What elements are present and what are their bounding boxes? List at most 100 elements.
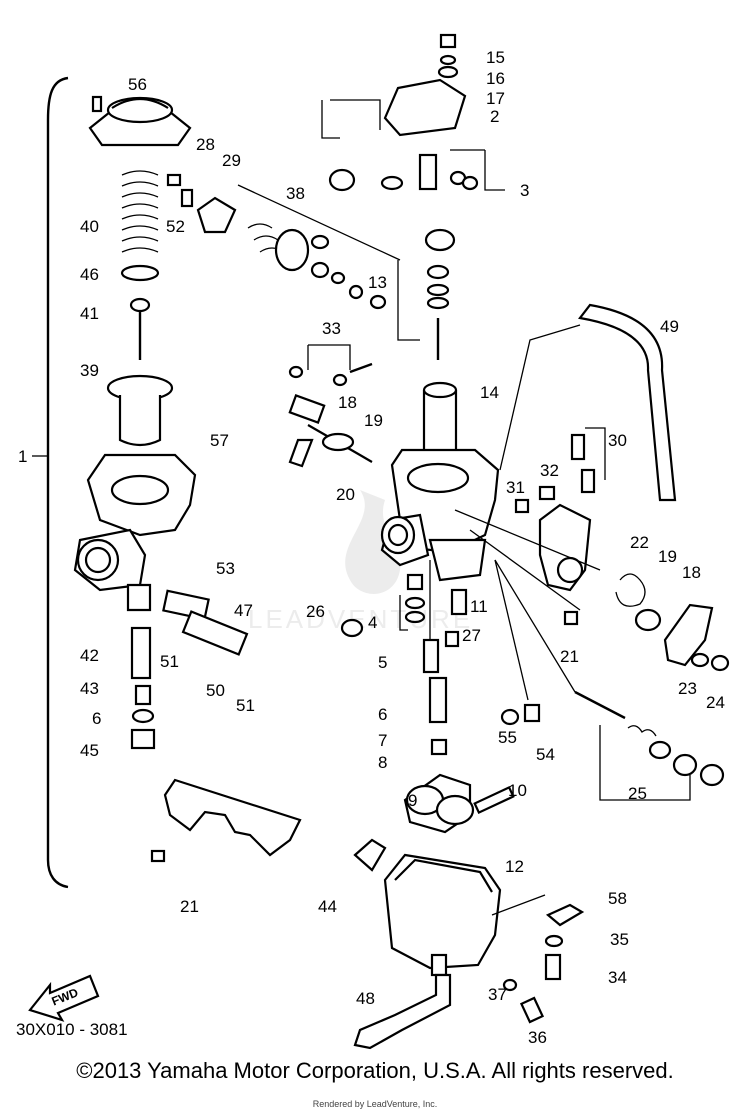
part-label-21: 21: [180, 897, 199, 916]
part-label-19: 19: [658, 547, 677, 566]
part-label-56: 56: [128, 75, 147, 94]
bracket-3-top: [330, 99, 381, 130]
hose-short: [162, 589, 210, 621]
link-line-3: [494, 559, 576, 693]
part-label-16: 16: [486, 69, 505, 88]
bracket-4: [399, 595, 408, 631]
part-label-46: 46: [80, 265, 99, 284]
part-label-21: 21: [560, 647, 579, 666]
needle-valve-parts: [422, 264, 458, 456]
part-label-34: 34: [608, 968, 627, 987]
part-label-43: 43: [80, 679, 99, 698]
spring-seat: [120, 264, 160, 282]
rendered-by-notice: Rendered by LeadVenture, Inc.: [312, 1099, 438, 1109]
part-label-32: 32: [540, 461, 559, 480]
part-label-31: 31: [506, 478, 525, 497]
bracket-25: [599, 725, 691, 801]
part-label-28: 28: [196, 135, 215, 154]
bracket-33: [307, 344, 351, 370]
float: [403, 773, 515, 834]
spring: [121, 170, 159, 253]
part-label-40: 40: [80, 217, 99, 236]
part-label-48: 48: [356, 989, 375, 1008]
part-label-8: 8: [378, 753, 387, 772]
part-label-11: 11: [470, 597, 488, 616]
vent-hose: [578, 303, 677, 502]
part-label-41: 41: [80, 304, 99, 323]
screw-30a: [570, 433, 586, 461]
watermark: LEADVENTURE: [248, 490, 470, 634]
part-label-49: 49: [660, 317, 679, 336]
link-line-5: [491, 894, 546, 916]
part-label-58: 58: [608, 889, 627, 908]
part-label-1: 1: [18, 447, 27, 466]
plug-54: [523, 703, 541, 723]
screw-27: [444, 630, 460, 648]
part-label-50: 50: [206, 681, 225, 700]
part-label-47: 47: [234, 601, 253, 620]
float-bowl: [353, 838, 502, 977]
part-label-10: 10: [508, 781, 527, 800]
part-label-39: 39: [80, 361, 99, 380]
part-label-23: 23: [678, 679, 697, 698]
part-label-22: 22: [630, 533, 649, 552]
choke-parts: [328, 153, 479, 252]
pump-link-line: [237, 184, 401, 261]
part-label-52: 52: [166, 217, 185, 236]
pilot-screw-set: [574, 690, 725, 787]
jet-needle: [129, 297, 151, 360]
part-label-14: 14: [480, 383, 499, 402]
part-number-labels: 1234566789101112131415161718181919202121…: [18, 48, 725, 1047]
part-label-20: 20: [336, 485, 355, 504]
part-label-38: 38: [286, 184, 305, 203]
carburetor-body-main: [380, 448, 500, 582]
carburetor-body-left: [73, 453, 197, 612]
washer-55: [500, 708, 520, 726]
throttle-shaft: [288, 362, 373, 468]
bracket-13: [397, 260, 420, 341]
hose-long: [181, 610, 249, 656]
forward-arrow: FWD: [28, 974, 100, 1022]
link-line-2: [469, 529, 581, 611]
washer-26: [340, 618, 364, 638]
top-cover: [383, 33, 467, 137]
hose-routing: [499, 324, 581, 471]
part-label-13: 13: [368, 273, 387, 292]
part-label-24: 24: [706, 693, 725, 712]
mounting-bracket: [150, 778, 302, 863]
part-label-6: 6: [92, 709, 101, 728]
part-label-42: 42: [80, 646, 99, 665]
drain-screw-parts: [502, 903, 585, 1024]
part-label-18: 18: [682, 563, 701, 582]
part-label-51: 51: [160, 652, 179, 671]
part-label-19: 19: [364, 411, 383, 430]
part-label-27: 27: [462, 626, 481, 645]
part-label-45: 45: [80, 741, 99, 760]
assembly-bracket: [46, 76, 69, 889]
part-label-33: 33: [322, 319, 341, 338]
accelerator-pump-parts: [166, 173, 387, 310]
part-label-9: 9: [408, 791, 417, 810]
screw-30b: [580, 468, 596, 494]
part-label-30: 30: [608, 431, 627, 450]
part-label-26: 26: [306, 602, 325, 621]
part-label-5: 5: [378, 653, 387, 672]
part-label-37: 37: [488, 985, 507, 1004]
part-label-12: 12: [505, 857, 524, 876]
diaphragm-cover: [88, 95, 192, 147]
part-label-7: 7: [378, 731, 387, 750]
part-label-36: 36: [528, 1028, 547, 1047]
link-line-4: [494, 559, 529, 701]
bracket-3-callout: [321, 100, 340, 139]
piston-valve: [106, 374, 174, 447]
throttle-lever-right: [514, 485, 730, 672]
diagram-code: 30X010 - 3081: [16, 1020, 128, 1039]
part-label-35: 35: [610, 930, 629, 949]
part-label-15: 15: [486, 48, 505, 67]
part-label-25: 25: [628, 784, 647, 803]
bracket-30: [585, 427, 606, 480]
part-label-29: 29: [222, 151, 241, 170]
part-label-17: 17: [486, 89, 505, 108]
drain-hose: [353, 973, 452, 1050]
